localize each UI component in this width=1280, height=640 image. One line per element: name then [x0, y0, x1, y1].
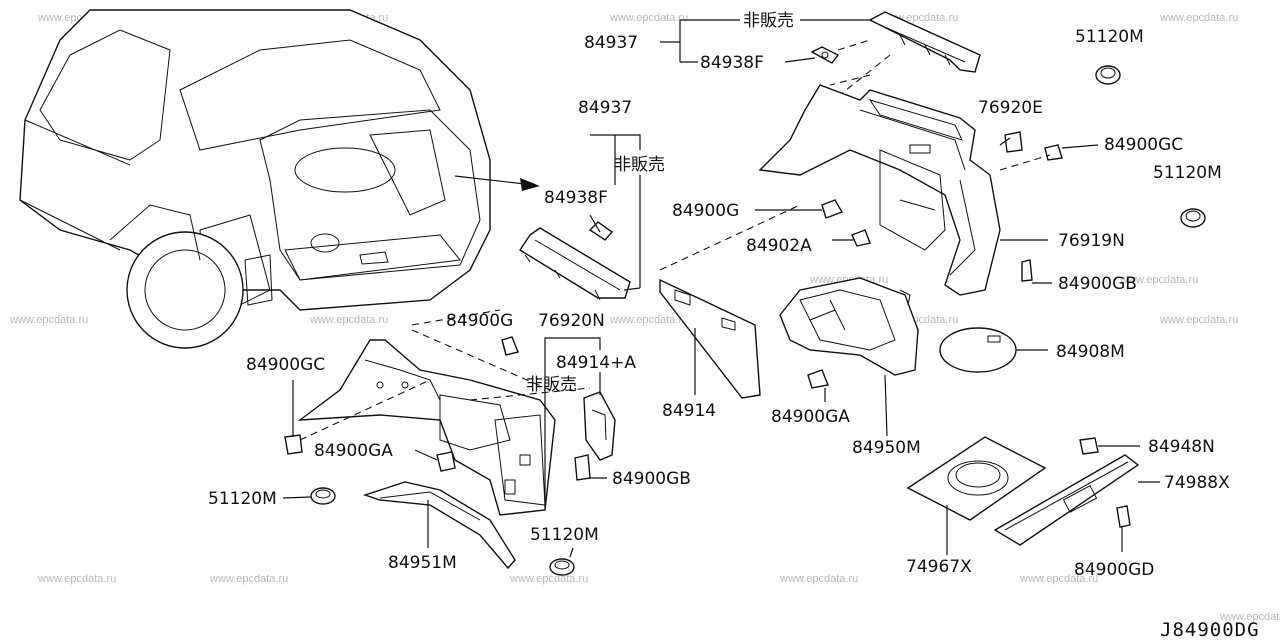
leader-lines — [282, 19, 1160, 558]
label-84948n: 84948N — [1148, 437, 1215, 457]
label-76919n: 76919N — [1058, 231, 1125, 251]
label-51120m-bottom: 51120M — [530, 525, 599, 545]
part-mid-lamp-trim — [519, 221, 631, 301]
part-side-lid-84914 — [659, 278, 761, 399]
watermark: www.epcdata.ru — [609, 12, 688, 24]
label-84938f-top: 84938F — [700, 53, 764, 73]
label-84950m: 84950M — [852, 438, 921, 458]
watermark: www.epcdata.ru — [37, 573, 116, 585]
label-74967x: 74967X — [906, 557, 972, 577]
vehicle-rear-illustration — [19, 9, 491, 349]
label-84908m: 84908M — [1056, 342, 1125, 362]
part-right-side-trim-76919n — [758, 84, 1063, 296]
label-84900ga-mid: 84900GA — [771, 407, 850, 427]
grommet-51120m-top — [1095, 65, 1206, 228]
watermark: www.epcdata.ru — [1119, 274, 1198, 286]
watermark: www.epcdata.ru — [509, 573, 588, 585]
label-51120m-left: 51120M — [208, 489, 277, 509]
diagram-code: J84900DG — [1160, 619, 1260, 640]
label-74988x: 74988X — [1164, 473, 1230, 493]
label-51120m-tr2: 51120M — [1153, 163, 1222, 183]
label-84900g-mid: 84900G — [672, 201, 739, 221]
watermark: www.epcdata.ru — [1159, 314, 1238, 326]
watermark: www.epcdata.ru — [9, 314, 88, 326]
label-84914: 84914 — [662, 401, 716, 421]
watermark: www.epcdata.ru — [609, 314, 688, 326]
part-storage-box-84950m — [779, 277, 919, 376]
label-84900ga-left: 84900GA — [314, 441, 393, 461]
part-upper-lamp-trim — [810, 11, 981, 73]
grommet-51120m-lower — [310, 487, 575, 576]
part-sill-plate-74988x — [993, 454, 1140, 546]
part-cover-84908m — [939, 327, 1017, 373]
watermark: www.epcdata.ru — [779, 573, 858, 585]
label-84951m: 84951M — [388, 553, 457, 573]
label-84902a: 84902A — [746, 236, 812, 256]
label-hanbai-low: 非販売 — [526, 375, 577, 395]
watermark: www.epcdata.ru — [309, 314, 388, 326]
label-84937-mid: 84937 — [578, 98, 632, 118]
clip-fasteners — [284, 199, 1131, 528]
label-84900gd: 84900GD — [1074, 560, 1154, 580]
label-76920e: 76920E — [978, 98, 1043, 118]
watermark: www.epcdata.ru — [1019, 573, 1098, 585]
label-hanbai-mid: 非販売 — [614, 155, 665, 175]
watermark: www.epcdata.ru — [1159, 12, 1238, 24]
part-bracket-84914a — [583, 391, 616, 461]
watermark: www.epcdata.ru — [209, 573, 288, 585]
label-84900gb-right: 84900GB — [1058, 274, 1137, 294]
dashed-leaders — [299, 154, 1051, 441]
label-84914a: 84914+A — [556, 353, 636, 373]
label-84900gc-right: 84900GC — [1104, 135, 1183, 155]
label-84937-top: 84937 — [584, 33, 638, 53]
watermark: www.epcdata.ru — [1219, 611, 1280, 623]
label-76920n: 76920N — [538, 311, 605, 331]
label-84900g-left: 84900G — [446, 311, 513, 331]
part-trim-strip-84951m — [362, 481, 516, 570]
callout-arrow — [454, 175, 540, 191]
label-84900gc-left: 84900GC — [246, 355, 325, 375]
label-84900gb-left: 84900GB — [612, 469, 691, 489]
label-51120m-tr1: 51120M — [1075, 27, 1144, 47]
label-84938f-mid: 84938F — [544, 188, 608, 208]
part-left-side-trim — [297, 339, 556, 516]
part-number-labels: 84937 非販売 84938F 51120M 76920E 84900GC 5… — [208, 11, 1230, 580]
label-hanbai-top: 非販売 — [743, 11, 794, 31]
part-floor-board-74967x — [906, 436, 1047, 521]
